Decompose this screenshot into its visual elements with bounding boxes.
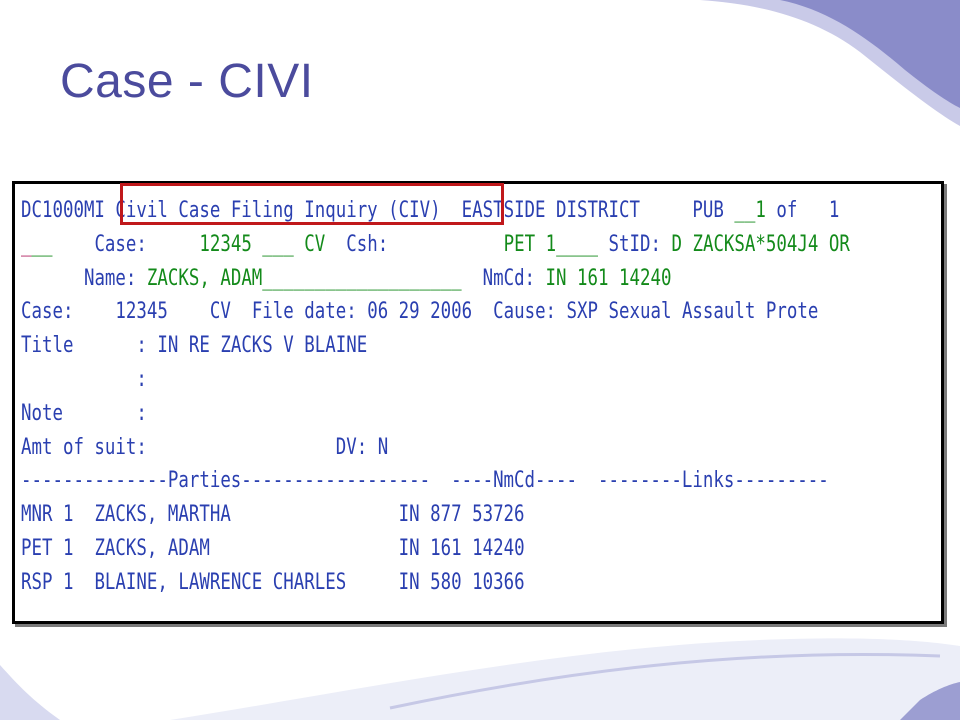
case-number-input[interactable]: 12345 ___	[199, 231, 294, 257]
screen-title-highlight-box	[120, 183, 504, 225]
case-title-value: IN RE ZACKS V BLAINE	[157, 333, 368, 359]
bottom-left-swoosh	[0, 665, 60, 720]
bottom-right-corner	[900, 682, 960, 720]
detail-case-label: Case:	[21, 299, 74, 325]
amount-of-suit-label: Amt of suit:	[21, 434, 147, 460]
title-colon-2: :	[136, 366, 147, 392]
title-colon: :	[136, 333, 147, 359]
parties-header: --------------Parties------------------	[21, 468, 431, 494]
case-label: Case:	[94, 231, 147, 257]
nmcd-column-header: ----NmCd----	[451, 468, 577, 494]
party-nmcd: IN 580 10366	[398, 569, 525, 595]
top-right-swoosh-fade	[700, 0, 960, 126]
name-input[interactable]: ZACKS, ADAM___________________	[146, 265, 462, 291]
title-label: Title	[21, 333, 74, 359]
links-column-header: --------Links---------	[597, 468, 829, 494]
stid-label: StID:	[608, 231, 661, 257]
party-role: MNR 1	[21, 502, 74, 528]
page-number-field[interactable]: __1	[734, 198, 766, 223]
stid-value: D ZACKSA*504J4 OR	[671, 231, 850, 257]
party-nmcd: IN 161 14240	[398, 535, 525, 561]
top-right-swoosh	[770, 0, 960, 120]
name-label: Name:	[83, 265, 137, 291]
slide-title: Case - CIVI	[60, 55, 314, 108]
command-cursor[interactable]: _	[21, 231, 32, 257]
party-nmcd: IN 877 53726	[398, 502, 525, 528]
note-label: Note	[21, 400, 63, 426]
party-name: ZACKS, ADAM	[94, 535, 210, 561]
case-type-input[interactable]: CV	[304, 231, 326, 257]
cause-value: SXP Sexual Assault Prote	[566, 299, 819, 325]
dv-label: DV:	[335, 434, 368, 460]
cause-label: Cause:	[493, 299, 557, 325]
party-role: PET 1	[21, 535, 74, 561]
nmcd-label: NmCd:	[482, 265, 536, 291]
csh-label: Csh:	[346, 231, 389, 257]
file-date-value: 06 29 2006	[367, 299, 473, 325]
screen-title: Civil Case Filing Inquiry (CIV)	[115, 198, 441, 223]
page-of-label: of	[776, 198, 798, 223]
detail-case-number: 12345	[115, 299, 168, 325]
file-date-label: File date:	[251, 299, 357, 325]
page-total: 1	[828, 198, 840, 223]
detail-case-type: CV	[209, 299, 231, 325]
note-colon: :	[136, 400, 147, 426]
party-role: RSP 1	[21, 569, 74, 595]
party-role-input[interactable]: PET 1____	[503, 231, 599, 257]
pub-label: PUB	[692, 198, 724, 223]
bottom-swoosh-line	[389, 652, 941, 710]
party-row: RSP 1 BLAINE, LAWRENCE CHARLES IN 580 10…	[21, 570, 525, 595]
party-name: ZACKS, MARTHA	[94, 502, 231, 528]
dv-value: N	[377, 434, 389, 460]
party-name: BLAINE, LAWRENCE CHARLES	[94, 569, 347, 595]
terminal-screen: DC1000MI Civil Case Filing Inquiry (CIV)…	[12, 181, 944, 624]
command-field[interactable]: __	[31, 231, 53, 257]
bottom-swoosh	[170, 638, 960, 720]
party-row: PET 1 ZACKS, ADAM IN 161 14240	[21, 536, 525, 561]
program-id: DC1000MI	[21, 198, 105, 223]
party-row: MNR 1 ZACKS, MARTHA IN 877 53726	[21, 502, 525, 527]
terminal-text: DC1000MI Civil Case Filing Inquiry (CIV)…	[21, 194, 850, 600]
nmcd-value: IN 161 14240	[545, 265, 672, 291]
